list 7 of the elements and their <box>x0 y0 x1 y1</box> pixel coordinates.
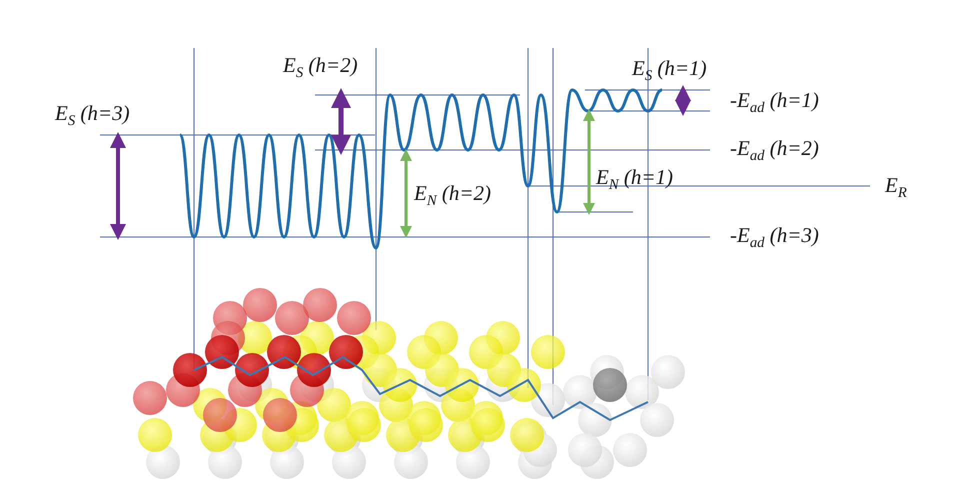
energy-label: -E$_{ad}$ (h=3) <box>730 225 819 251</box>
energy-label: E$_{S}$ (h=3) <box>55 103 130 129</box>
energy-label: E$_{R}$ <box>885 175 907 201</box>
energy-label: -E$_{ad}$ (h=1) <box>730 90 819 116</box>
energy-label: E$_{S}$ (h=2) <box>283 55 358 81</box>
energy-label: E$_{N}$ (h=2) <box>414 183 492 209</box>
energy-label: -E$_{ad}$ (h=2) <box>730 138 819 164</box>
